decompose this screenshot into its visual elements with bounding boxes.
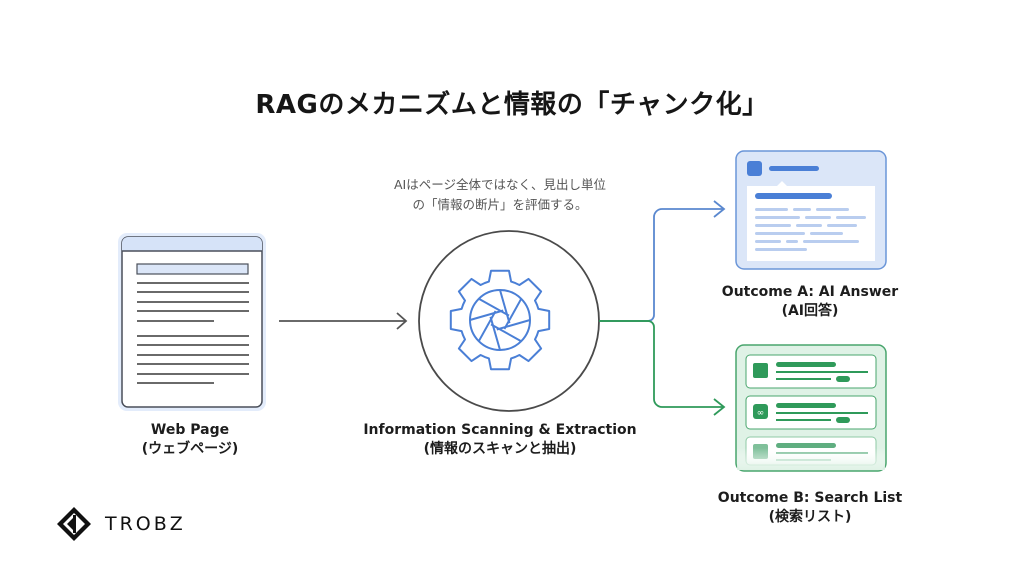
- outcome-a-label: Outcome A: AI Answer (AI回答): [700, 283, 920, 321]
- aperture-blade: [478, 297, 510, 317]
- scanning-subtitle: (情報のスキャンと抽出): [423, 441, 577, 457]
- note-line-1: AIはページ全体ではなく、見出し単位: [394, 177, 606, 192]
- outcome-b-title: Outcome B: Search List: [717, 490, 903, 506]
- scanning-label: Information Scanning & Extraction (情報のスキ…: [350, 421, 650, 459]
- arrow-web-to-scan: [279, 312, 408, 330]
- web-page-subtitle: (ウェブページ): [141, 441, 239, 457]
- gear-aperture-icon: [449, 269, 551, 371]
- outcome-a-subtitle: (AI回答): [781, 303, 839, 319]
- scanning-title: Information Scanning & Extraction: [363, 422, 637, 438]
- aperture-blade: [489, 316, 501, 351]
- aperture-blade: [499, 289, 511, 324]
- aperture-blade: [469, 309, 504, 321]
- web-page-title: Web Page: [150, 422, 230, 438]
- arrow-scan-to-outcomes: [599, 200, 726, 416]
- note-line-2: の「情報の断片」を評価する。: [412, 197, 588, 212]
- svg-text:∞: ∞: [757, 409, 765, 419]
- outcome-a-title: Outcome A: AI Answer: [721, 284, 899, 300]
- aperture-blade: [503, 298, 523, 330]
- trobz-logo-icon: [57, 507, 91, 541]
- brand-name: TROBZ: [105, 513, 186, 535]
- web-page-label: Web Page (ウェブページ): [100, 421, 280, 459]
- gear-outline: [449, 269, 551, 371]
- outcome-b-label: Outcome B: Search List (検索リスト): [700, 489, 920, 527]
- search-list-icon: ∞: [735, 344, 887, 472]
- document-icon: [118, 233, 266, 411]
- annotation-note: AIはページ全体ではなく、見出し単位 の「情報の断片」を評価する。: [360, 175, 640, 215]
- outcome-b-subtitle: (検索リスト): [768, 509, 852, 525]
- aperture-blade: [477, 310, 497, 342]
- brand-logo: TROBZ: [55, 505, 186, 543]
- aperture-blade: [496, 319, 531, 331]
- page-title: RAGのメカニズムと情報の「チャンク化」: [255, 90, 769, 120]
- aperture-blade: [490, 323, 522, 343]
- ai-answer-card-icon: [735, 150, 887, 270]
